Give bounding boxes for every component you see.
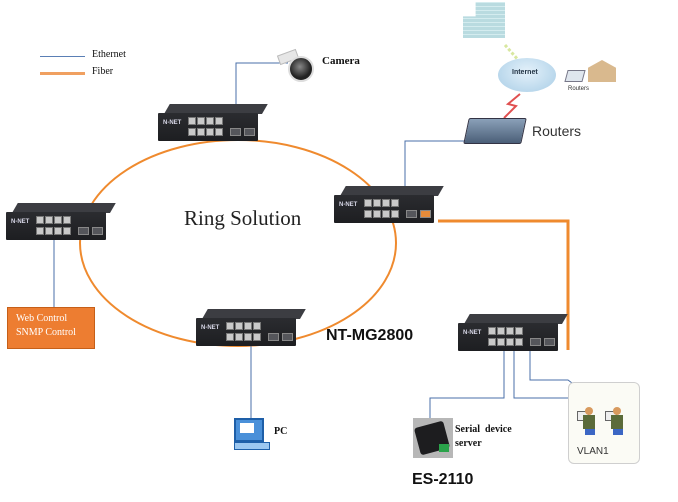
control-box-line1: Web Control bbox=[16, 313, 68, 324]
serial-server-model: ES-2110 bbox=[412, 471, 474, 488]
switch-brand-logo: N-NET bbox=[201, 325, 220, 331]
pc-icon bbox=[234, 418, 270, 452]
control-box-line2: SNMP Control bbox=[16, 327, 76, 338]
camera-icon bbox=[276, 48, 314, 82]
sfp-port bbox=[406, 210, 417, 218]
serial-server-label-line1: Serial device bbox=[455, 424, 512, 435]
legend-ethernet-label: Ethernet bbox=[92, 49, 126, 60]
switch-brand-logo: N-NET bbox=[463, 330, 482, 336]
legend-fiber-swatch bbox=[40, 72, 85, 75]
switch-lower-right[interactable]: N-NET bbox=[458, 314, 568, 352]
sfp-port bbox=[230, 128, 241, 136]
ethernet-router-link bbox=[404, 140, 470, 205]
legend-ethernet-swatch bbox=[40, 56, 85, 57]
serial-server-label-line2: server bbox=[455, 438, 482, 449]
routers-label: Routers bbox=[532, 123, 582, 139]
ethernet-ports bbox=[36, 216, 72, 236]
user-workstation-icon bbox=[577, 405, 595, 437]
switch-top[interactable]: N-NET bbox=[158, 104, 268, 142]
switch-right[interactable]: N-NET bbox=[334, 186, 444, 224]
ethernet-ports bbox=[226, 322, 262, 342]
sfp-port bbox=[78, 227, 89, 235]
camera-label: Camera bbox=[322, 55, 360, 67]
internet-label: Internet bbox=[512, 69, 538, 76]
serial-device-server-icon bbox=[413, 418, 453, 458]
ethernet-ports bbox=[188, 117, 224, 137]
sfp-port bbox=[282, 333, 293, 341]
switch-left[interactable]: N-NET bbox=[6, 203, 116, 241]
house-icon bbox=[588, 60, 616, 82]
router-icon bbox=[463, 118, 527, 144]
ethernet-ports bbox=[364, 199, 400, 219]
sfp-port bbox=[544, 338, 555, 346]
vlan1-label: VLAN1 bbox=[577, 446, 609, 457]
switch-brand-logo: N-NET bbox=[163, 120, 182, 126]
internet-link-building bbox=[503, 44, 522, 63]
ethernet-serial-link bbox=[429, 348, 505, 418]
switch-brand-logo: N-NET bbox=[11, 219, 30, 225]
sfp-port-fiber bbox=[420, 210, 431, 218]
user-workstation-icon bbox=[605, 405, 623, 437]
small-router-icon bbox=[564, 70, 586, 82]
web-snmp-control-box[interactable]: Web Control SNMP Control bbox=[7, 307, 95, 349]
legend-fiber-label: Fiber bbox=[92, 66, 114, 77]
lightning-link bbox=[503, 93, 521, 119]
sfp-port bbox=[244, 128, 255, 136]
fiber-link-to-lower-right-switch bbox=[438, 219, 570, 350]
routers-small-label: Routers bbox=[568, 86, 590, 92]
ring-solution-title: Ring Solution bbox=[184, 206, 302, 230]
switch-model-label: NT-MG2800 bbox=[326, 327, 414, 344]
internet-cloud-icon bbox=[498, 58, 556, 92]
switch-brand-logo: N-NET bbox=[339, 202, 358, 208]
sfp-port bbox=[268, 333, 279, 341]
sfp-port bbox=[92, 227, 103, 235]
pc-label: PC bbox=[274, 426, 288, 437]
vlan1-group[interactable]: VLAN1 bbox=[568, 382, 640, 464]
ethernet-ports bbox=[488, 327, 524, 347]
switch-bottom[interactable]: N-NET bbox=[196, 309, 306, 347]
sfp-port bbox=[530, 338, 541, 346]
